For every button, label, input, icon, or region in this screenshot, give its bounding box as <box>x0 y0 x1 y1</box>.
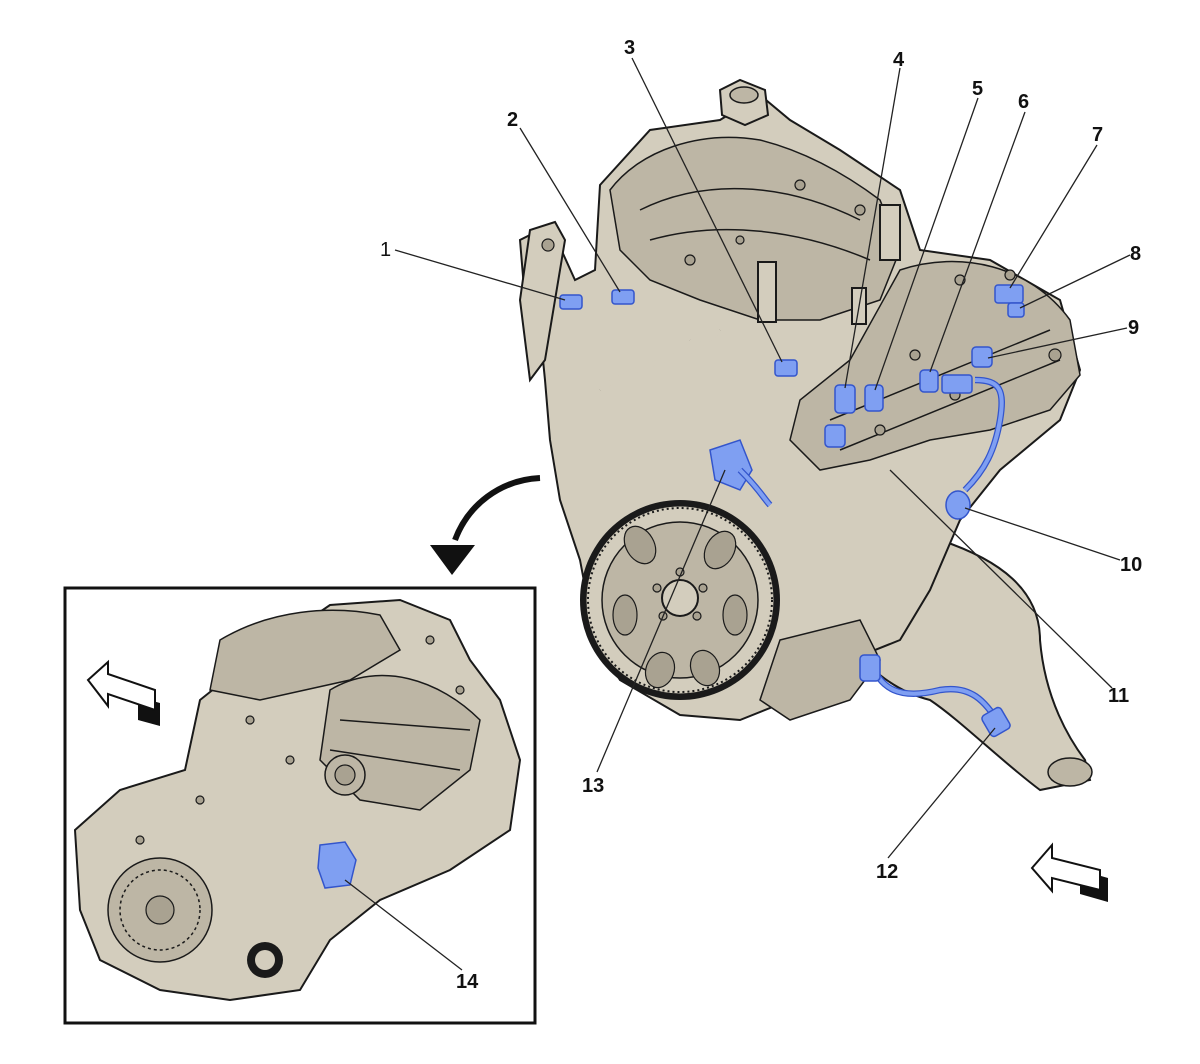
flywheel <box>580 500 780 700</box>
callout-8: 8 <box>1130 243 1141 265</box>
coil-9 <box>971 346 993 368</box>
coil-6 <box>919 369 939 393</box>
callout-13: 13 <box>582 775 604 797</box>
inset-view <box>63 586 537 1025</box>
callout-4: 4 <box>893 49 905 71</box>
callout-14: 14 <box>456 971 479 993</box>
callout-1: 1 <box>380 239 391 261</box>
sensor-2 <box>611 289 635 305</box>
callout-10: 10 <box>1120 554 1142 576</box>
sensor-12b <box>981 706 1011 738</box>
callout-6: 6 <box>1018 91 1029 113</box>
callout-2: 2 <box>507 109 518 131</box>
callout-7: 7 <box>1092 124 1103 146</box>
coil-5 <box>864 384 884 412</box>
callout-labels: 1 2 3 4 5 6 7 8 9 10 11 12 13 14 <box>380 37 1142 993</box>
coil-4 <box>834 384 856 414</box>
callout-9: 9 <box>1128 317 1139 339</box>
sensor-1 <box>559 294 583 310</box>
connector-9b <box>941 374 973 394</box>
callout-3: 3 <box>624 37 635 59</box>
main-engine-illustration <box>518 78 1093 792</box>
direction-arrow-icon <box>86 659 160 726</box>
sensor-10 <box>945 490 971 520</box>
sensor-12a <box>859 654 881 682</box>
sensor-14 <box>317 841 357 889</box>
sensor-highlights <box>559 284 1025 738</box>
callout-12: 12 <box>876 861 898 883</box>
callout-5: 5 <box>972 78 983 100</box>
sensor-8 <box>1007 302 1025 318</box>
sensor-3 <box>774 359 798 377</box>
leader-lines <box>344 57 1131 971</box>
coil-7 <box>994 284 1024 304</box>
callout-11: 11 <box>1108 685 1129 707</box>
coil-4b <box>824 424 846 448</box>
direction-arrow-icon <box>1030 842 1108 902</box>
curved-arrow-icon <box>430 475 541 575</box>
